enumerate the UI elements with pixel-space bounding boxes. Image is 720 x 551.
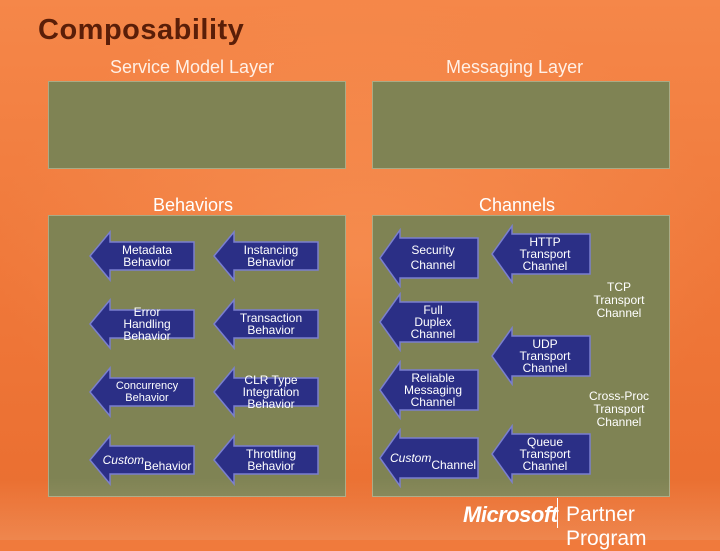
footer-band: [0, 478, 720, 540]
channel-label: HTTP Transport Channel: [519, 235, 571, 273]
left-arrow-icon: [379, 228, 479, 288]
channel-label: UDP Transport Channel: [519, 337, 571, 375]
left-arrow-icon: [379, 360, 479, 420]
behavior-label: Error Handling Behavior: [123, 305, 171, 343]
behavior-label: Throttling Behavior: [245, 447, 297, 473]
behaviors-heading: Behaviors: [153, 195, 234, 215]
service-model-panel: [48, 81, 346, 169]
behavior-label: Metadata Behavior: [121, 243, 173, 269]
custom-word: Custom: [102, 453, 144, 467]
left-arrow-icon: [491, 424, 591, 484]
left-arrow-icon: [89, 434, 195, 486]
channel-label: Reliable Messaging Channel: [403, 371, 463, 409]
left-arrow-icon: [491, 224, 591, 284]
security-channel-arrow: Security Channel: [378, 228, 488, 288]
channel-label: Security Channel: [410, 243, 456, 272]
microsoft-logo: Microsoft: [463, 502, 558, 527]
messaging-panel: [372, 81, 670, 169]
left-arrow-icon: [89, 298, 195, 350]
slide-title: Composability: [38, 14, 245, 46]
channels-heading: Channels: [479, 195, 556, 215]
channel-label: Full Duplex Channel: [410, 303, 456, 341]
behavior-label: Custom Behavior: [102, 453, 192, 473]
full-duplex-channel-arrow: Full Duplex Channel: [378, 292, 488, 352]
partner-program-label: Partner Program: [566, 503, 647, 550]
channel-label: Custom Channel: [389, 450, 477, 473]
reliable-messaging-channel-arrow: Reliable Messaging Channel: [378, 360, 488, 420]
messaging-layer-heading: Messaging Layer: [446, 57, 584, 77]
left-arrow-icon: [379, 292, 479, 352]
custom-behavior-arrow: Custom Behavior: [88, 434, 198, 486]
throttling-behavior-arrow: Throttling Behavior: [212, 434, 322, 486]
behavior-label: Instancing Behavior: [243, 243, 299, 269]
left-arrow-icon: [491, 326, 591, 386]
logo-divider: [557, 498, 558, 528]
left-arrow-icon: [89, 366, 195, 418]
behavior-label: Transaction Behavior: [239, 311, 303, 337]
queue-transport-channel-arrow: Queue Transport Channel: [490, 424, 600, 484]
service-model-layer-heading: Service Model Layer: [110, 57, 275, 77]
instancing-behavior-arrow: Instancing Behavior: [212, 230, 322, 282]
error-handling-behavior-arrow: Error Handling Behavior: [88, 298, 198, 350]
behavior-label: CLR Type Integration Behavior: [242, 373, 300, 411]
channel-label: Queue Transport Channel: [519, 435, 571, 473]
left-arrow-icon: [213, 298, 319, 350]
metadata-behavior-arrow: Metadata Behavior: [88, 230, 198, 282]
clr-type-integration-behavior-arrow: CLR Type Integration Behavior: [212, 366, 322, 418]
transaction-behavior-arrow: Transaction Behavior: [212, 298, 322, 350]
http-transport-channel-arrow: HTTP Transport Channel: [490, 224, 600, 284]
custom-channel-arrow: Custom Channel: [378, 428, 488, 488]
left-arrow-icon: [213, 230, 319, 282]
left-arrow-icon: [213, 434, 319, 486]
left-arrow-icon: [379, 428, 479, 488]
concurrency-behavior-arrow: Concurrency Behavior: [88, 366, 198, 418]
cross-proc-transport-channel-label: Cross-Proc Transport Channel: [588, 389, 649, 429]
behavior-label: Concurrency Behavior: [115, 380, 179, 404]
tcp-transport-channel-label: TCP Transport Channel: [593, 280, 645, 320]
custom-word: Custom: [389, 450, 432, 465]
left-arrow-icon: [89, 230, 195, 282]
left-arrow-icon: [213, 366, 319, 418]
udp-transport-channel-arrow: UDP Transport Channel: [490, 326, 600, 386]
